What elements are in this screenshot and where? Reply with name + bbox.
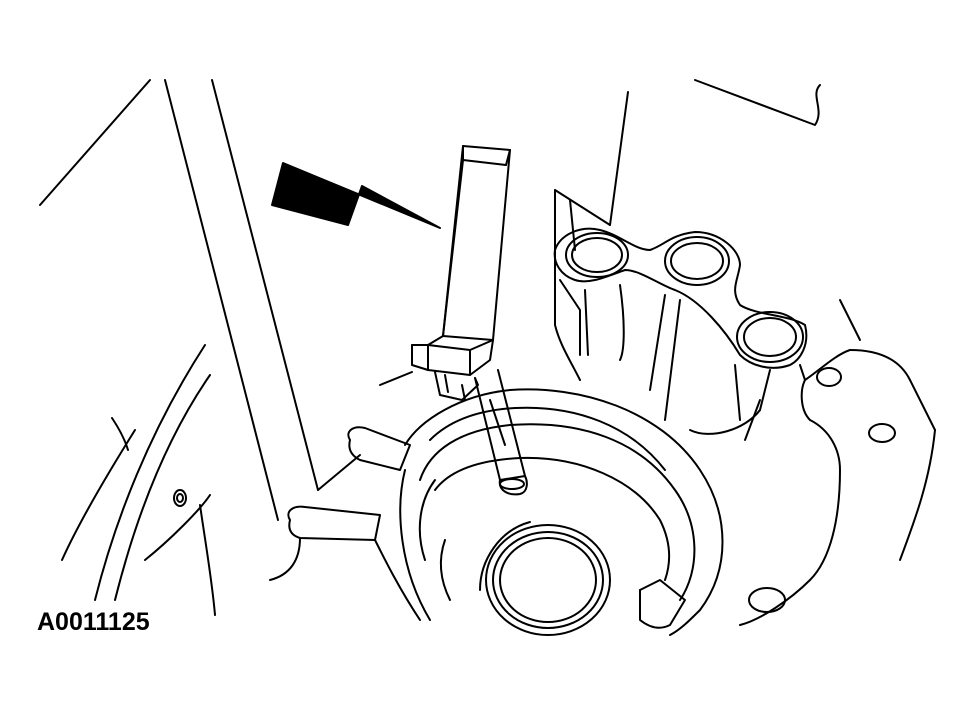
upper-casting	[555, 190, 850, 434]
indicator-arrow	[272, 163, 440, 228]
figure-id-label: A0011125	[37, 608, 150, 636]
right-flange	[740, 350, 935, 625]
seal-housing	[400, 389, 722, 635]
seal-remover-tool	[380, 146, 510, 400]
tool-tip	[475, 370, 527, 494]
background-frame-lines	[40, 80, 318, 615]
mounting-lugs	[270, 427, 420, 620]
top-right-housing-lines	[610, 80, 860, 340]
